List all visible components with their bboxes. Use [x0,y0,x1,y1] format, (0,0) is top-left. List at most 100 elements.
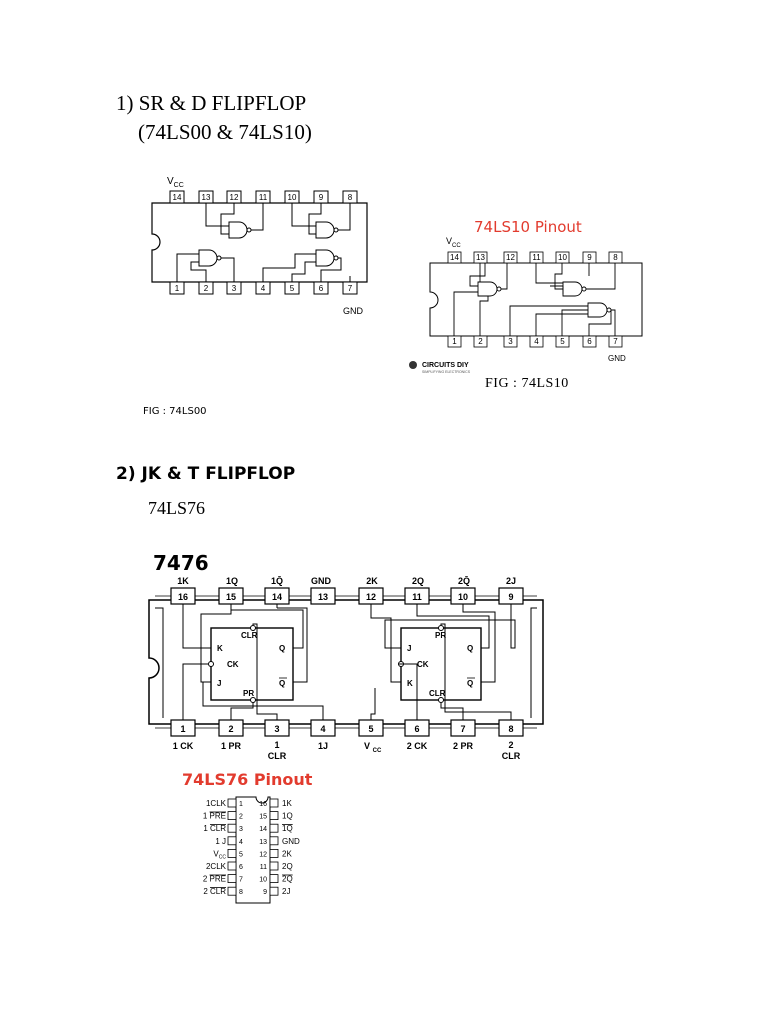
pin-label: 1 J [215,837,226,846]
pin-number: 8 [508,724,513,734]
pin-number: 2 [239,814,243,821]
svg-text:J: J [217,679,221,688]
pin-number: 6 [239,864,243,871]
pin-number: 11 [260,864,267,871]
svg-text:Q: Q [467,679,473,688]
ls10-top-pins [447,251,623,264]
ic7476-top-pins [170,587,524,605]
svg-text:Q: Q [467,644,473,653]
ls10-caption: FIG : 74LS10 [485,376,569,391]
pin-box [227,886,237,896]
section1-heading: 1) SR & D FLIPFLOP [116,91,307,115]
pin-number: 4 [239,839,243,846]
pin-label: 2J [282,887,290,896]
ls00-vcc-label: VCC [167,176,184,189]
pin-number: 4 [534,337,539,346]
pin-box [227,836,237,846]
svg-text:CK: CK [417,660,429,669]
pin-box [269,874,279,883]
pin-number: 12 [259,851,267,858]
pin-number: 12 [506,253,515,262]
pin-number: 14 [450,253,459,262]
ic7476-wiring [155,604,537,720]
pin-number: 13 [259,839,267,846]
pin-number: 3 [239,826,243,833]
pin-number: 11 [412,592,422,602]
pin-box [227,798,237,808]
pin-label: 2 PRE [203,875,226,884]
svg-text:Q: Q [279,679,285,688]
svg-text:Q: Q [279,644,285,653]
pin-label: 1K [177,576,189,586]
pin-number: 5 [560,337,565,346]
pin-label: GND [282,837,300,846]
svg-text:CK: CK [227,660,239,669]
pin-number: 13 [318,592,328,602]
pin-number: 5 [239,851,243,858]
pin-label: 2K [282,849,292,858]
pin-label: 1CLK [206,799,227,808]
pin-label: 1Q [282,824,293,833]
pin-number: 6 [414,724,419,734]
section2-heading: 2) JK & T FLIPFLOP [116,464,296,484]
pin-box [227,874,237,883]
pin-box [269,886,279,896]
pin-label: CC [373,748,382,754]
pin-label: 2 CK [407,741,428,751]
pin-label: 1 PRE [203,812,226,821]
ls00-top-pins [169,190,358,204]
pin-label: 1Q [226,576,238,586]
svg-text:PR: PR [243,689,254,698]
pin-box [227,849,237,858]
pin-label: 2J [506,576,516,586]
pin-number: 14 [173,193,182,202]
pin-label: 1Q̄ [271,576,283,586]
pin-number: 1 [239,801,243,808]
pin-label: 2 [508,740,513,750]
pin-number: 12 [230,193,239,202]
pin-number: 4 [261,284,266,293]
pin-label: 2 PR [453,741,474,751]
pin-label: 2CLK [206,862,227,871]
pin-number: 4 [320,724,325,734]
pin-label: 2K [366,576,378,586]
pin-number: 10 [288,193,297,202]
chip-icon [409,361,417,369]
ic7476-diagram: 7476 1K 1Q 1Q̄ GND 2K 2Q 2Q̄ 2J 16 15 14… [148,551,544,761]
pin-box [227,823,237,833]
circuits-diy-logo: CIRCUITS DIY SIMPLIFYING ELECTRONICS [409,361,471,374]
svg-text:SIMPLIFYING ELECTRONICS: SIMPLIFYING ELECTRONICS [422,370,471,374]
pin-label: 1K [282,799,292,808]
pin-number: 9 [508,592,513,602]
pin-box [269,861,279,871]
pin-number: 13 [476,253,485,262]
pin-number: 2 [204,284,209,293]
pin-label: V [364,741,370,751]
ls10-bottom-pins [447,335,623,348]
pin-number: 10 [558,253,567,262]
ls10-gnd-label: GND [608,354,626,363]
pin-number: 2 [228,724,233,734]
pin-number: 12 [366,592,376,602]
pin-number: 13 [202,193,211,202]
pin-number: 11 [532,253,541,262]
pin-number: 7 [460,724,465,734]
ls10-diagram: 74LS10 Pinout VCC 14 13 12 11 10 9 8 1 2… [409,218,643,374]
pin-box [269,811,279,820]
ls00-caption: FIG : 74LS00 [143,406,207,417]
pin-number: 16 [178,592,188,602]
pin-number: 3 [508,337,513,346]
section1-subheading: (74LS00 & 74LS10) [138,120,312,144]
pin-number: 16 [259,801,267,808]
ls00-diagram: VCC 14 13 12 11 10 9 8 1 2 3 4 5 6 7 GND [151,176,368,316]
ls00-nand-gates [176,203,351,282]
pin-number: 5 [368,724,373,734]
ic7476-title: 7476 [153,551,209,575]
pin-number: 9 [263,889,267,896]
pin-label: CLR [502,751,521,761]
section2-subheading: 74LS76 [148,498,206,518]
pin-box [269,798,279,808]
pin-label: 1 CLR [203,824,226,833]
